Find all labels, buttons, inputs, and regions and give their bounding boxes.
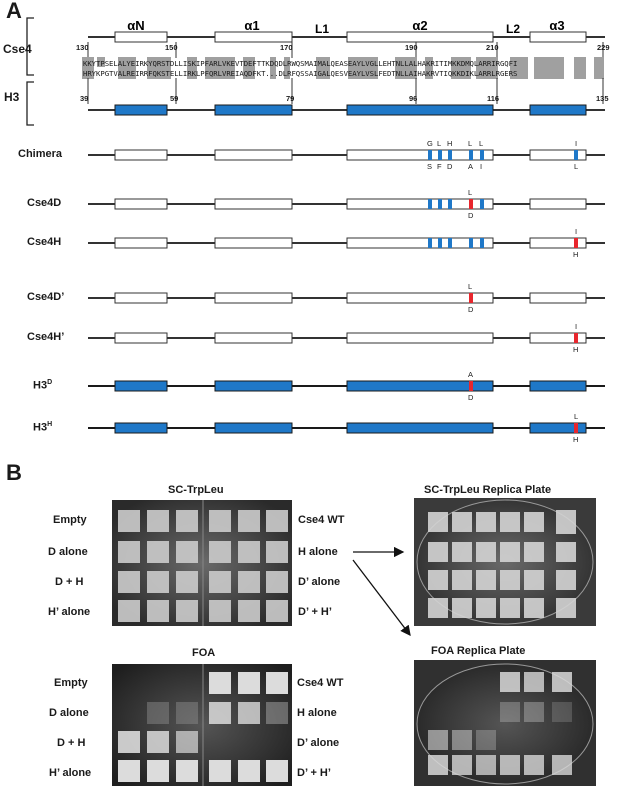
h3h-top-l: L bbox=[574, 412, 579, 421]
arrow-to-foa-replica bbox=[352, 559, 411, 637]
sc-row-dp-alone: D’ alone bbox=[298, 576, 341, 588]
cse4-pos-229: 229 bbox=[597, 43, 610, 52]
h3d-top-a: A bbox=[468, 370, 474, 379]
chimera-bot-a: A bbox=[468, 162, 474, 171]
foa-row-d-h: D + H bbox=[57, 737, 86, 749]
h3-label: H3 bbox=[4, 90, 20, 104]
region-alpha-1: α1 bbox=[244, 18, 259, 33]
construct-cse4d-track bbox=[88, 198, 605, 210]
h3-pos-79: 79 bbox=[286, 94, 295, 103]
sc-row-hp-alone: H’ alone bbox=[48, 606, 91, 618]
foa-row-dp-alone: D’ alone bbox=[297, 737, 340, 749]
construct-cse4dp-track bbox=[88, 292, 605, 304]
h3-pos-116: 116 bbox=[487, 94, 500, 103]
cse4d-bot-d: D bbox=[468, 211, 474, 220]
h3-pos-96: 96 bbox=[409, 94, 418, 103]
sc-row-d-h: D + H bbox=[55, 576, 84, 588]
cse4d-top-l: L bbox=[468, 188, 473, 197]
panel-a-figure: αN α1 L1 α2 L2 α3 bbox=[26, 17, 605, 434]
foa-row-cse4-wt: Cse4 WT bbox=[297, 677, 344, 689]
cse4dp-bot-d: D bbox=[468, 305, 474, 314]
cse4hp-bot-h: H bbox=[573, 345, 579, 354]
sc-row-empty: Empty bbox=[53, 514, 87, 526]
sc-replica-plate bbox=[414, 498, 596, 626]
construct-label-cse4hp: Cse4H’ bbox=[27, 331, 65, 343]
chimera-bot-i: I bbox=[480, 162, 483, 171]
chimera-bot-l: L bbox=[574, 162, 579, 171]
foa-row-hp-alone: H’ alone bbox=[49, 767, 92, 779]
foa-plate-title: FOA bbox=[192, 647, 216, 659]
cse4-sequence: KKYTPSELALYEIRKYQRSTDLLISKIPFARLVKEVTDEF… bbox=[83, 59, 518, 68]
foa-replica-title: FOA Replica Plate bbox=[431, 645, 526, 657]
chimera-bot-s: S bbox=[427, 162, 433, 171]
construct-label-cse4h: Cse4H bbox=[27, 236, 62, 248]
construct-label-cse4d: Cse4D bbox=[27, 197, 62, 209]
h3-sequence: HRYKPGTVALREIRRFQKSTELLIRKLPFQRLVREIAQDF… bbox=[83, 69, 518, 78]
panel-a-label: A bbox=[6, 0, 22, 23]
chimera-bot-d: D bbox=[447, 162, 453, 171]
cse4h-top-i: I bbox=[575, 227, 578, 236]
sc-plate-title: SC-TrpLeu bbox=[168, 484, 224, 496]
sc-row-h-alone: H alone bbox=[298, 546, 338, 558]
region-l2: L2 bbox=[506, 22, 520, 36]
construct-label-h3d: H3D bbox=[33, 379, 53, 392]
cse4-pos-190: 190 bbox=[405, 43, 418, 52]
construct-chimera-track bbox=[88, 149, 605, 161]
sc-row-cse4-wt: Cse4 WT bbox=[298, 514, 345, 526]
chimera-top-l: L bbox=[437, 139, 442, 148]
cse4-bracket bbox=[26, 17, 34, 76]
cse4-pos-150: 150 bbox=[165, 43, 178, 52]
h3-structure bbox=[88, 104, 605, 116]
construct-cse4h-track bbox=[88, 237, 605, 249]
h3-pos-39: 39 bbox=[80, 94, 89, 103]
construct-label-cse4dp: Cse4D’ bbox=[27, 291, 65, 303]
chimera-top-l2: L bbox=[468, 139, 473, 148]
cse4hp-top-i: I bbox=[575, 322, 578, 331]
cse4-pos-130: 130 bbox=[76, 43, 89, 52]
foa-replica-plate bbox=[414, 660, 596, 786]
chimera-top-l3: L bbox=[479, 139, 484, 148]
region-alpha-n: αN bbox=[127, 18, 144, 33]
cse4-pos-210: 210 bbox=[486, 43, 499, 52]
chimera-top-i: I bbox=[575, 139, 578, 148]
cse4-structure bbox=[88, 31, 605, 43]
chimera-top-h: H bbox=[447, 139, 453, 148]
construct-label-h3h: H3H bbox=[33, 421, 53, 434]
cse4-label: Cse4 bbox=[3, 42, 32, 56]
cse4h-bot-h: H bbox=[573, 250, 579, 259]
sc-row-dp-hp: D’ + H’ bbox=[298, 606, 332, 618]
region-alpha-3: α3 bbox=[549, 18, 564, 33]
foa-row-empty: Empty bbox=[54, 677, 88, 689]
h3-pos-135: 135 bbox=[596, 94, 609, 103]
region-l1: L1 bbox=[315, 22, 329, 36]
construct-cse4hp-track bbox=[88, 332, 605, 344]
sc-row-d-alone: D alone bbox=[48, 546, 88, 558]
cse4-pos-170: 170 bbox=[280, 43, 293, 52]
foa-plate bbox=[112, 664, 292, 786]
construct-label-chimera: Chimera bbox=[18, 148, 63, 160]
construct-h3d-track bbox=[88, 380, 605, 392]
foa-row-dp-hp: D’ + H’ bbox=[297, 767, 331, 779]
sequence-shading bbox=[82, 57, 604, 79]
sc-plate bbox=[112, 500, 292, 626]
panel-b-label: B bbox=[6, 460, 22, 485]
h3-bracket bbox=[26, 81, 34, 126]
chimera-bot-f: F bbox=[437, 162, 442, 171]
h3h-bot-h: H bbox=[573, 435, 579, 444]
sc-replica-title: SC-TrpLeu Replica Plate bbox=[424, 484, 552, 496]
h3d-bot-d: D bbox=[468, 393, 474, 402]
region-alpha-2: α2 bbox=[412, 18, 427, 33]
cse4dp-top-l: L bbox=[468, 282, 473, 291]
construct-h3h-track bbox=[88, 422, 605, 434]
h3-pos-59: 59 bbox=[170, 94, 179, 103]
chimera-top-g: G bbox=[427, 139, 433, 148]
foa-row-h-alone: H alone bbox=[297, 707, 337, 719]
foa-row-d-alone: D alone bbox=[49, 707, 89, 719]
